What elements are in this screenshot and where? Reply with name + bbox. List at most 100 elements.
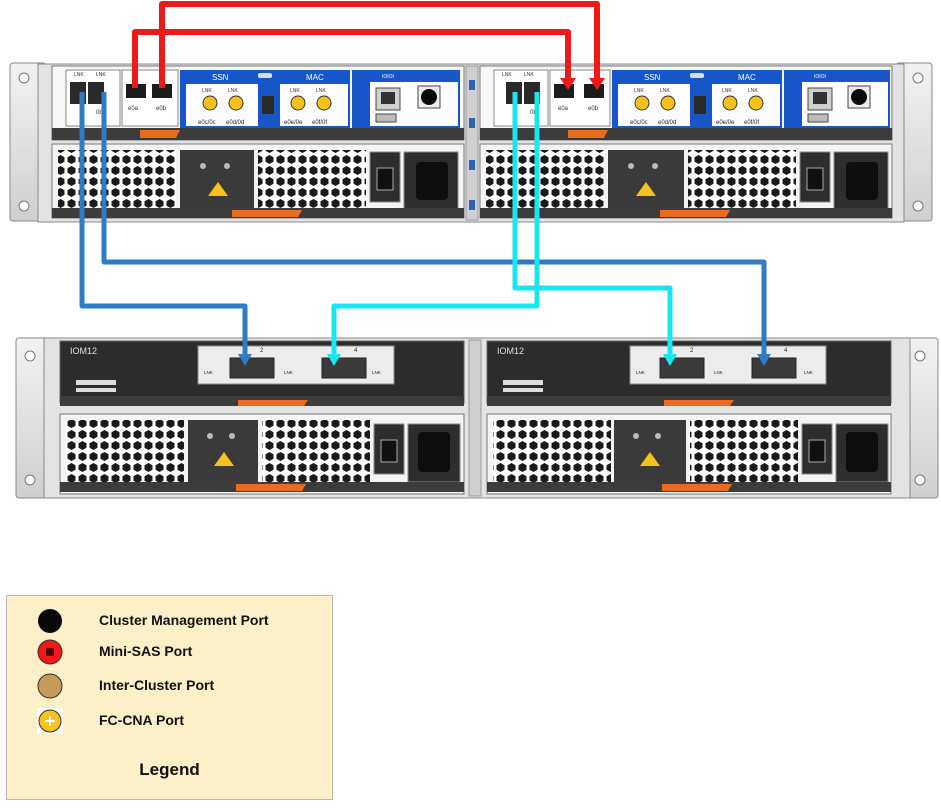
mgmt-label: IOIOI <box>382 74 394 80</box>
power-inlet[interactable] <box>846 432 878 472</box>
blue-cable-a-to-iom-a <box>79 92 248 360</box>
fc-port-label: e0d/0d <box>226 120 244 126</box>
iom12-a: IOM12 2 4 LNK LNK LNK <box>59 340 465 406</box>
legend-label: FC-CNA Port <box>99 712 185 728</box>
iom-port-number: 4 <box>354 348 358 354</box>
e0b-port[interactable] <box>584 84 604 98</box>
red-cable-e0a <box>132 29 571 88</box>
power-switch[interactable] <box>380 439 398 463</box>
sas-port-label: 0b <box>530 110 537 116</box>
power-switch[interactable] <box>808 439 826 463</box>
fc-port-e0c[interactable] <box>202 95 218 111</box>
blue-cable-a-to-iom-b <box>101 92 767 360</box>
cyan-cable-b-to-iom-b <box>512 92 673 360</box>
port-label-e0a: e0a <box>558 106 569 112</box>
iom-link-label: LNK <box>204 370 213 375</box>
inter-cluster-port-icon <box>37 673 63 699</box>
link-label: LNK <box>74 72 84 78</box>
iom-port-1-2[interactable] <box>659 357 705 379</box>
controller-psu-a <box>51 143 465 219</box>
port-label-e0b: e0b <box>156 106 167 112</box>
iom-link-label: LNK <box>804 370 813 375</box>
shelf-psu-a <box>59 413 465 495</box>
red-cable-e0b <box>159 1 600 88</box>
iom12-b: IOM12 2 4 LNK LNK LNK <box>486 340 892 406</box>
iom-link-label: LNK <box>372 370 381 375</box>
cable-layer <box>79 1 771 366</box>
fc-port-label: e0c/0c <box>630 120 648 126</box>
iom-link-label: LNK <box>636 370 645 375</box>
link-label: LNK <box>502 72 512 78</box>
module-header-mac: MAC <box>738 73 756 82</box>
iom-link-label: LNK <box>714 370 723 375</box>
legend-item-inter-cluster: Inter-Cluster Port <box>7 671 332 701</box>
port-label-e0a: e0a <box>128 106 139 112</box>
fc-port-label: e0f/0f <box>744 120 759 126</box>
legend-label: Mini-SAS Port <box>99 643 193 659</box>
fc-link-label: LNK <box>660 88 670 94</box>
cluster-management-port-icon <box>38 609 62 633</box>
iom-port-number: 4 <box>784 348 788 354</box>
iom-label: IOM12 <box>70 346 97 356</box>
sas-port-label: 0b <box>96 110 103 116</box>
controller-psu-b <box>479 143 893 219</box>
shelf-psu-b <box>486 413 892 495</box>
controller-a: LNK LNK 0b e0a e0b SSN MAC LNK LNK LNK L… <box>51 65 465 141</box>
fc-link-label: LNK <box>228 88 238 94</box>
legend-item-fc-cna: FC-CNA Port <box>7 706 332 736</box>
legend-box: Cluster Management Port Mini-SAS Port In… <box>6 595 333 800</box>
power-switch[interactable] <box>376 167 394 191</box>
fc-cna-ports <box>634 95 764 111</box>
controller-b: LNK LNK 0b e0a e0b SSN MAC LNK LNK LNK L… <box>479 65 893 141</box>
fc-cna-port-icon <box>37 708 63 734</box>
sas-port-0b[interactable] <box>88 82 104 104</box>
fc-link-label: LNK <box>634 88 644 94</box>
power-inlet[interactable] <box>416 162 448 200</box>
mini-sas-port-icon <box>37 639 63 665</box>
power-inlet[interactable] <box>846 162 878 200</box>
link-label: LNK <box>96 72 106 78</box>
power-inlet[interactable] <box>418 432 450 472</box>
legend-label: Cluster Management Port <box>99 612 269 628</box>
power-switch[interactable] <box>806 167 824 191</box>
mgmt-label: IOIOI <box>814 74 826 80</box>
iom-port-1-2[interactable] <box>229 357 275 379</box>
fc-port-e0f[interactable] <box>748 95 764 111</box>
iom-port-number: 2 <box>260 348 264 354</box>
fc-link-label: LNK <box>722 88 732 94</box>
module-header-ssn: SSN <box>644 73 661 82</box>
e0b-port[interactable] <box>152 84 172 98</box>
legend-label: Inter-Cluster Port <box>99 677 215 693</box>
fc-port-e0e[interactable] <box>722 95 738 111</box>
link-label: LNK <box>524 72 534 78</box>
fc-link-label: LNK <box>748 88 758 94</box>
cluster-management-port[interactable] <box>851 89 867 105</box>
legend-title: Legend <box>139 760 200 779</box>
fc-port-label: e0e/0e <box>716 120 735 126</box>
fc-cna-ports <box>202 95 332 111</box>
fc-port-e0f[interactable] <box>316 95 332 111</box>
fc-link-label: LNK <box>316 88 326 94</box>
fc-port-e0d[interactable] <box>228 95 244 111</box>
legend-item-cluster-management: Cluster Management Port <box>7 606 332 636</box>
fc-port-label: e0c/0c <box>198 120 216 126</box>
fc-link-label: LNK <box>202 88 212 94</box>
e0a-port[interactable] <box>126 84 146 98</box>
fc-port-label: e0d/0d <box>658 120 676 126</box>
port-label-e0b: e0b <box>588 106 599 112</box>
legend-item-mini-sas: Mini-SAS Port <box>7 637 332 667</box>
e0a-port[interactable] <box>554 84 574 98</box>
fc-port-e0e[interactable] <box>290 95 306 111</box>
iom-port-3-4[interactable] <box>751 357 797 379</box>
fc-port-e0d[interactable] <box>660 95 676 111</box>
fc-port-e0c[interactable] <box>634 95 650 111</box>
iom-port-3-4[interactable] <box>321 357 367 379</box>
iom-port-number: 2 <box>690 348 694 354</box>
fc-link-label: LNK <box>290 88 300 94</box>
module-header-mac: MAC <box>306 73 324 82</box>
cluster-management-port[interactable] <box>421 89 437 105</box>
module-header-ssn: SSN <box>212 73 229 82</box>
fc-port-label: e0f/0f <box>312 120 327 126</box>
fc-port-label: e0e/0e <box>284 120 303 126</box>
